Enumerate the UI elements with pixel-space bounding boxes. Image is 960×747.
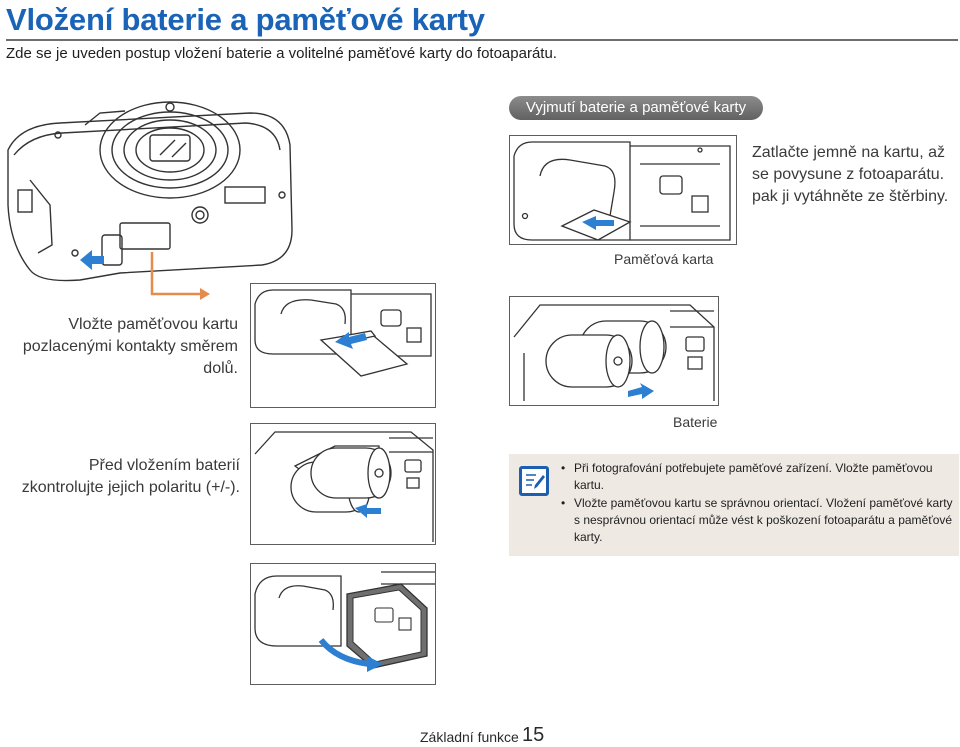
page-number: 15 [522,724,545,746]
card-removal-illustration [509,135,737,245]
note-list: Při fotografování potřebujete paměťové z… [561,460,953,547]
footer-section-name: Základní funkce [420,729,519,745]
battery-polarity-illustration [250,423,436,545]
connector-bracket [146,250,216,310]
battery-insert-illustration [509,296,719,406]
battery-caption: Před vložením baterií zkontrolujte jejic… [21,457,240,496]
note-item: Vložte paměťovou kartu se správnou orien… [561,495,953,546]
page-title: Vložení baterie a paměťové karty [6,2,485,37]
close-cover-illustration [250,563,436,685]
note-box: Při fotografování potřebujete paměťové z… [509,454,959,556]
card-insert-illustration [250,283,436,408]
removal-caption: Zatlačte jemně na kartu, až se povysune … [752,144,949,205]
memory-card-label: Paměťová karta [614,251,714,267]
title-divider [6,39,958,41]
battery-label: Baterie [673,414,718,430]
removal-section-pill: Vyjmutí baterie a paměťové karty [509,96,763,120]
note-item: Při fotografování potřebujete paměťové z… [561,460,953,494]
camera-illustration [0,95,300,285]
pencil-note-icon [519,466,549,496]
page-subtitle: Zde se je uveden postup vložení baterie … [6,45,557,62]
insert-card-caption: Vložte paměťovou kartu pozlacenými konta… [22,316,238,377]
